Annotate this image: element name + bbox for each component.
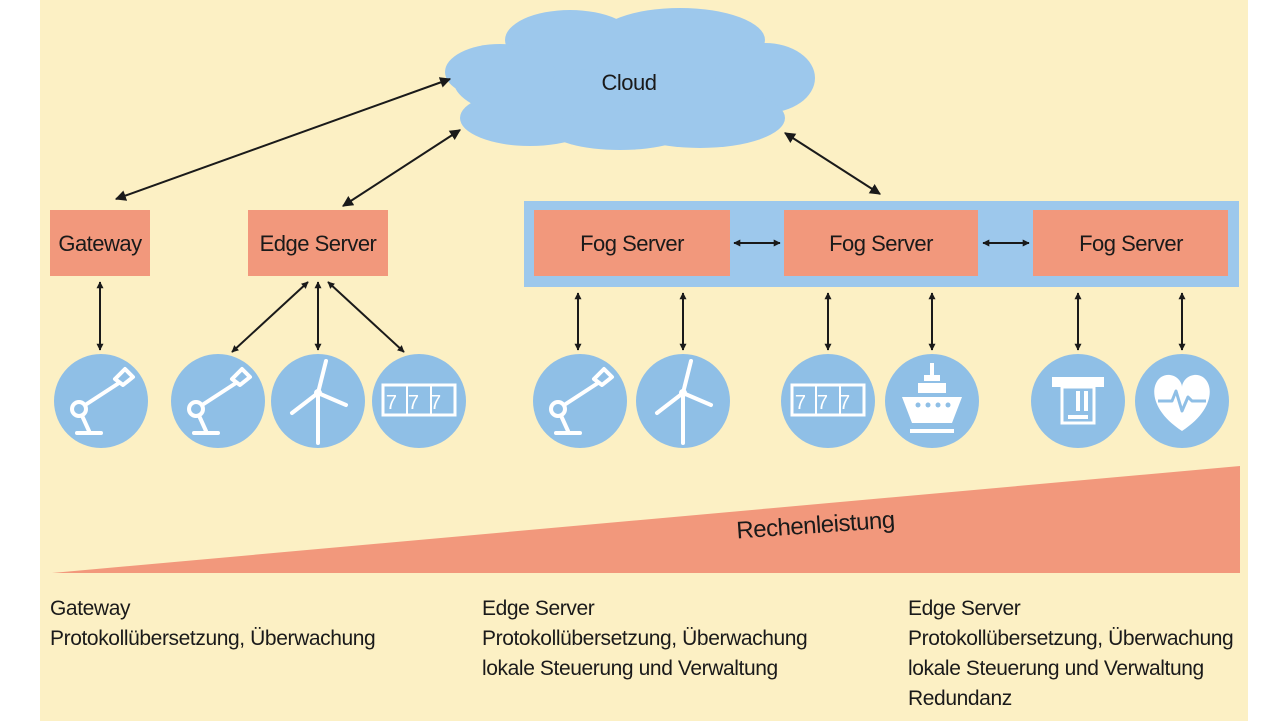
heart-monitor-icon	[1135, 354, 1229, 448]
gateway-label: Gateway	[58, 231, 142, 256]
arrow-edge-slot	[327, 281, 405, 353]
description-line: Redundanz	[908, 687, 1012, 710]
fog-server-label-2: Fog Server	[829, 231, 933, 256]
device-arrows	[96, 281, 1186, 353]
arrow-edge-robot	[231, 281, 309, 353]
description-line: Gateway	[50, 597, 131, 620]
robot-arm-icon	[533, 354, 627, 448]
fog-server-box-3	[1033, 210, 1228, 276]
robot-arm-icon	[54, 354, 148, 448]
description-gateway: Gateway Protokollübersetzung, Überwachun…	[50, 594, 376, 654]
description-fog-server: Edge Server Protokollübersetzung, Überwa…	[908, 594, 1234, 714]
description-edge-server: Edge Server Protokollübersetzung, Überwa…	[482, 594, 808, 684]
description-line: lokale Steuerung und Verwaltung	[908, 657, 1204, 680]
fog-server-label-3: Fog Server	[1079, 231, 1183, 256]
slot-machine-icon: 777	[372, 354, 466, 448]
ship-icon	[885, 354, 979, 448]
edge-server-box	[248, 210, 388, 276]
fog-server-box-1	[534, 210, 730, 276]
arrow-edge-cloud	[342, 129, 461, 207]
fog-server-label-1: Fog Server	[580, 231, 684, 256]
gateway-box	[50, 210, 150, 276]
fog-server-box-2	[784, 210, 978, 276]
slot-reels-text: 777	[386, 392, 452, 414]
wind-turbine-icon	[271, 354, 365, 448]
wind-turbine-icon	[636, 354, 730, 448]
cloud-shape	[445, 8, 815, 150]
arrow-gateway-cloud	[114, 77, 452, 201]
arrow-fog-cloud	[784, 132, 881, 195]
description-line: Protokollübersetzung, Überwachung	[482, 627, 808, 650]
description-line: lokale Steuerung und Verwaltung	[482, 657, 778, 680]
slot-reels-text: 777	[795, 392, 861, 414]
description-line: Protokollübersetzung, Überwachung	[908, 627, 1234, 650]
slot-machine-icon: 777	[781, 354, 875, 448]
description-line: Edge Server	[482, 597, 595, 620]
computing-power-wedge	[52, 466, 1240, 573]
card-terminal-icon	[1031, 354, 1125, 448]
cloud-arrows	[114, 77, 881, 207]
description-line: Edge Server	[908, 597, 1021, 620]
description-line: Protokollübersetzung, Überwachung	[50, 627, 376, 650]
edge-server-label: Edge Server	[260, 231, 377, 256]
robot-arm-icon	[171, 354, 265, 448]
cloud-label: Cloud	[602, 70, 657, 95]
